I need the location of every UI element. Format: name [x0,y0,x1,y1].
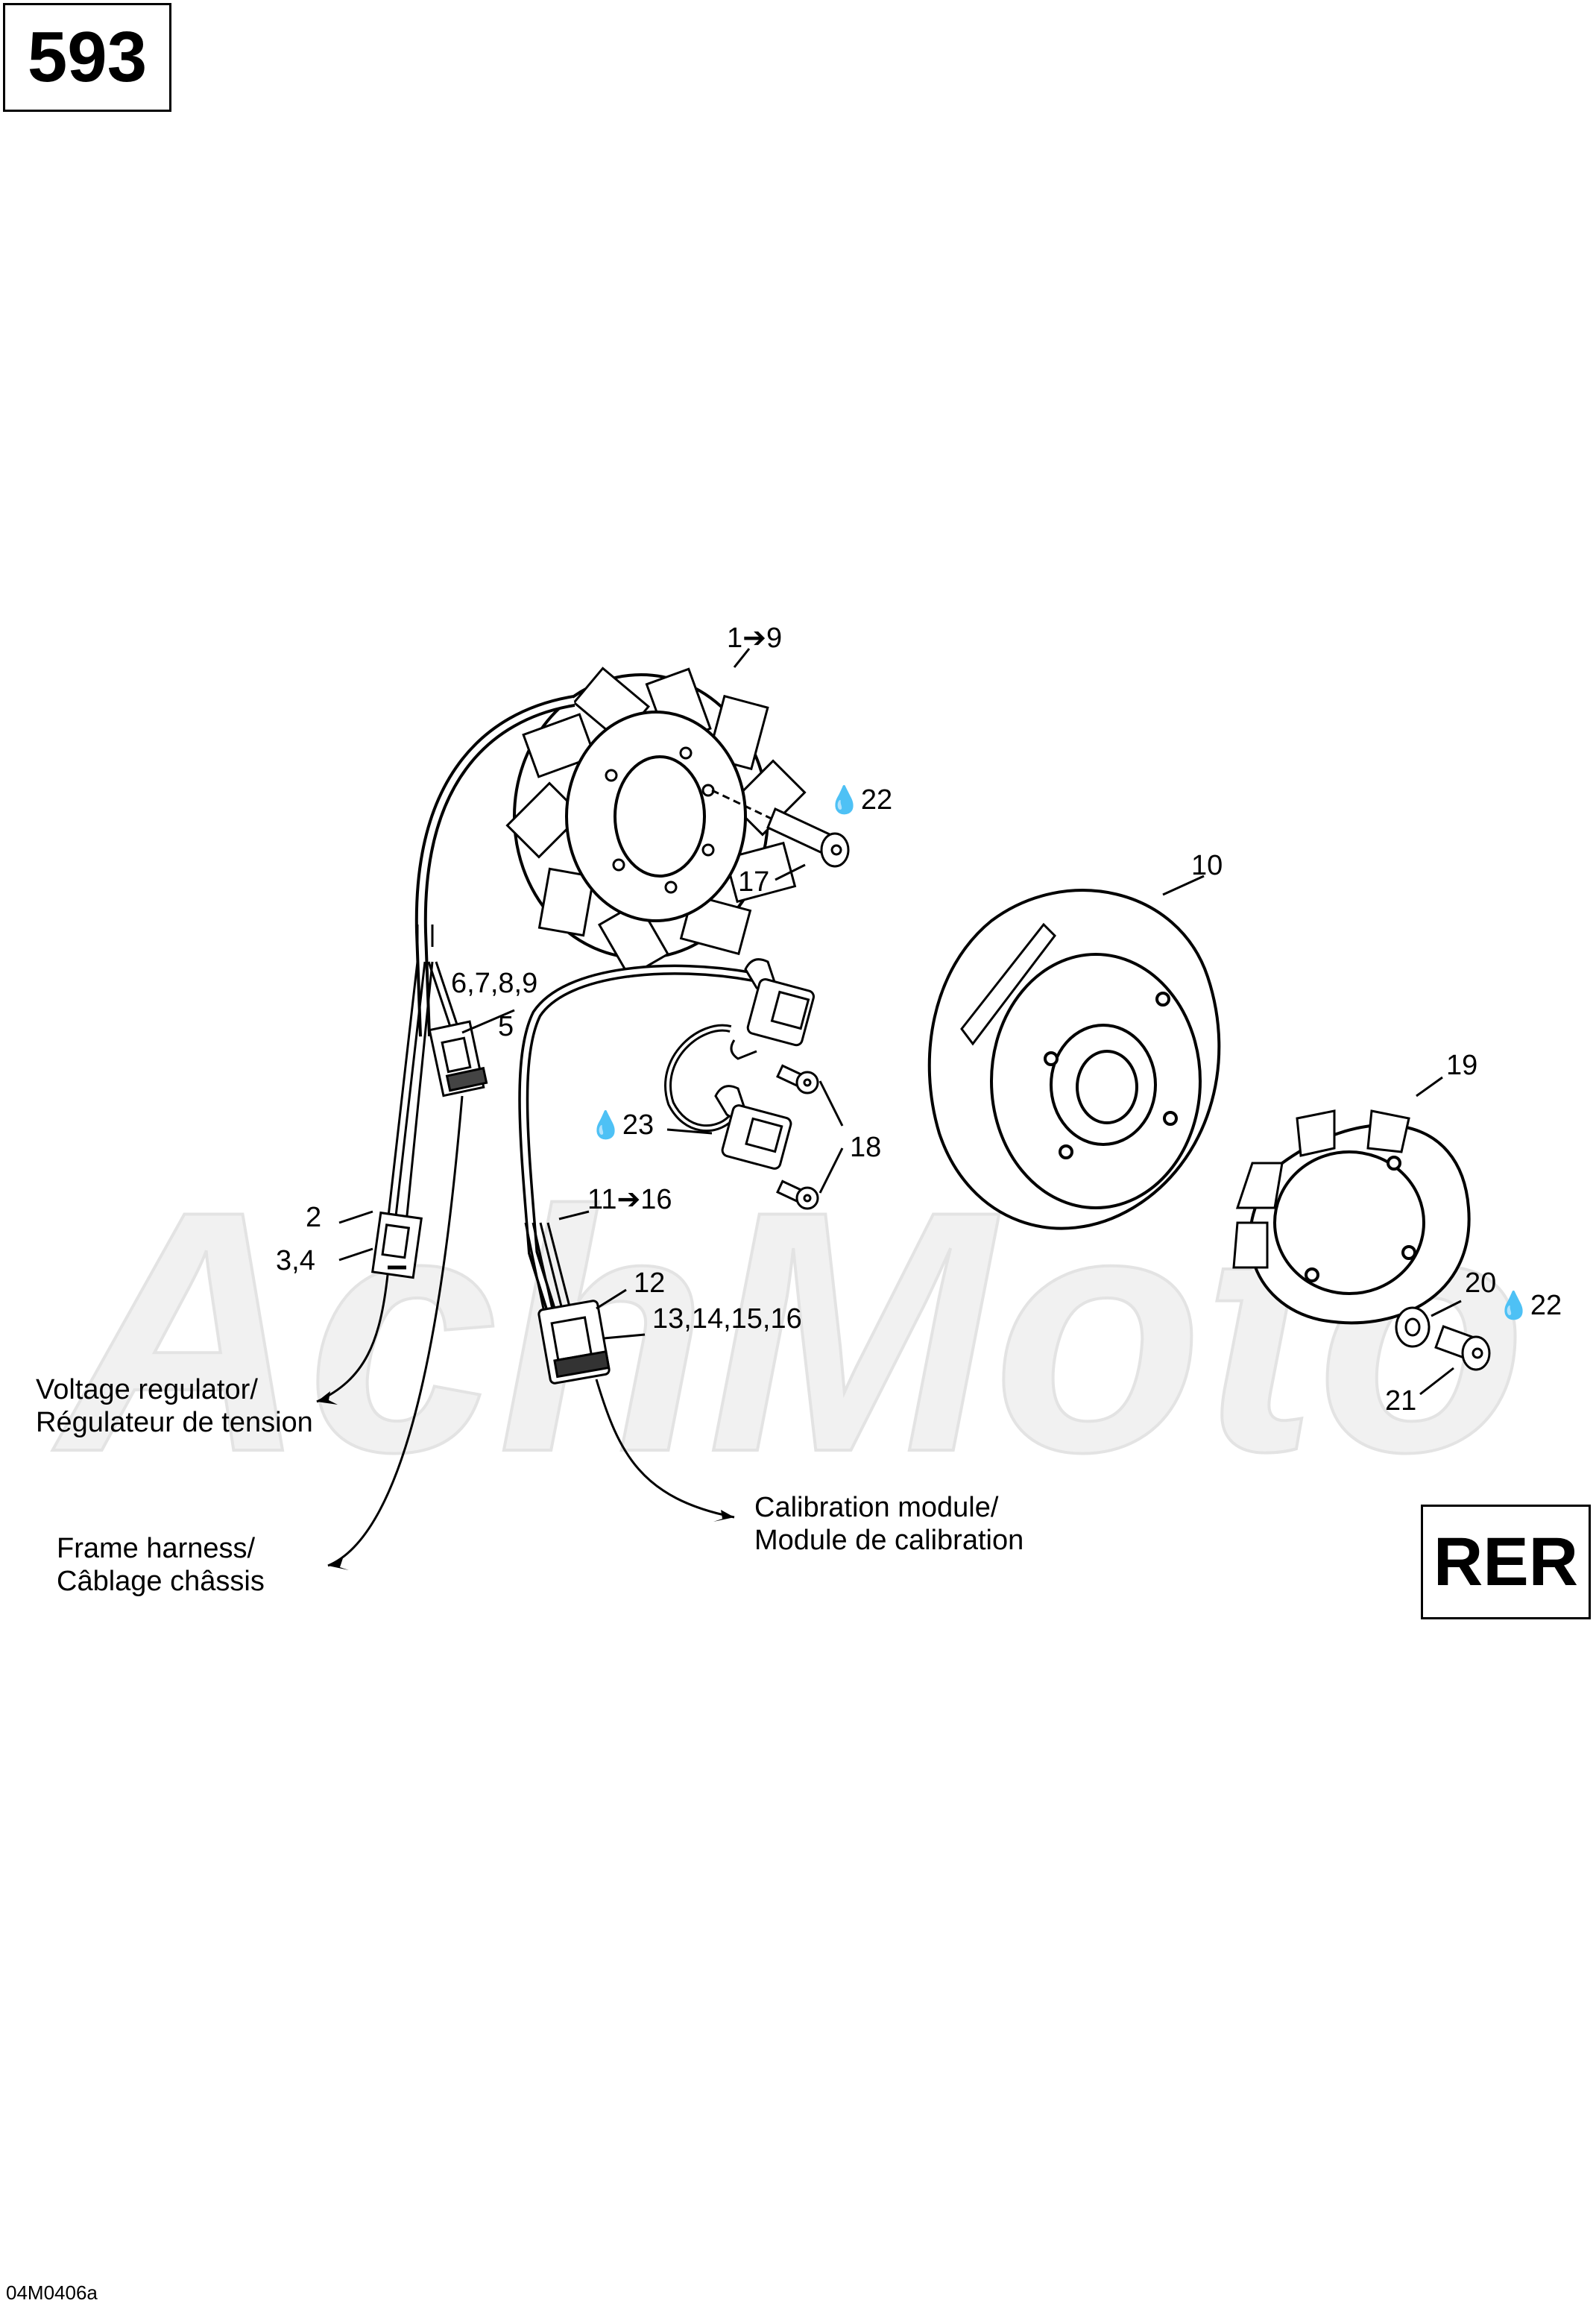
stator-assembly [505,667,807,978]
page-code-box: 593 [3,3,171,112]
callout-calib-pins: 13,14,15,16 [652,1303,802,1335]
oil-drop-icon: 💧 [589,1109,622,1140]
callout-connector-a: 5 [498,1011,514,1042]
calibration-module-note: Calibration module/ Module de calibratio… [754,1491,1023,1557]
screw-18-upper [776,1064,819,1094]
callout-bolt17: 17 [738,866,770,898]
drawing-reference: 04M0406a [6,2281,98,2304]
callout-connector-pins-a: 6,7,8,9 [451,968,538,999]
connector-5 [428,1020,488,1097]
trigger-sensor-lower [714,1085,792,1170]
connector-2 [371,1211,423,1279]
washer-20 [1395,1306,1431,1348]
callout-connector-b-pins: 3,4 [276,1245,315,1276]
callout-flywheel: 10 [1191,850,1223,881]
callout-screw21: 21 [1385,1385,1417,1417]
screw-21 [1434,1325,1491,1371]
calibration-connector [537,1300,611,1385]
screw-18-lower [776,1179,819,1210]
calibration-fr: Module de calibration [754,1525,1024,1556]
callout-bolt17-threadlock: 💧22 [827,784,893,816]
trigger-sensor-upper [730,958,815,1060]
voltage-regulator-en: Voltage regulator/ [36,1374,258,1405]
callout-connector-b: 2 [306,1202,322,1233]
bolt-17 [711,789,850,868]
callout-calib-connector: 12 [634,1267,666,1299]
frame-harness-en: Frame harness/ [57,1533,256,1564]
frame-harness-fr: Câblage châssis [57,1566,265,1597]
variant-code-box: RER [1421,1505,1591,1619]
ring-19 [1232,1109,1471,1325]
callout-washer: 20 [1465,1267,1497,1299]
callout-stator: 1➔9 [727,623,783,654]
frame-harness-note: Frame harness/ Câblage châssis [57,1532,265,1598]
callout-trigger-harness: 11➔16 [587,1184,672,1215]
oil-drop-icon: 💧 [1497,1290,1530,1320]
callout-sensor-threadlock: 💧23 [589,1109,655,1141]
flywheel [927,889,1221,1230]
callout-sensor-screws: 18 [850,1132,882,1163]
callout-screw21-threadlock: 💧22 [1497,1290,1562,1321]
callout-ring: 19 [1446,1050,1478,1081]
calibration-en: Calibration module/ [754,1492,999,1523]
voltage-regulator-note: Voltage regulator/ Régulateur de tension [36,1373,313,1439]
voltage-regulator-fr: Régulateur de tension [36,1407,313,1438]
oil-drop-icon: 💧 [827,784,861,815]
